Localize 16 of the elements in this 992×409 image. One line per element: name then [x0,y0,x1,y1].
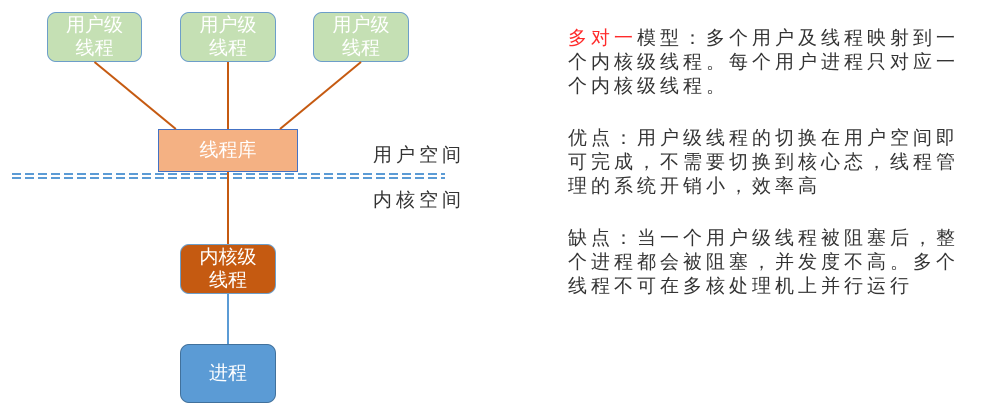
description-text: 多对一模型：多个用户及线程映射到一个内核级线程。每个用户进程只对应一个内核级线程。 [568,26,960,98]
connector-line [227,294,229,344]
description-text: 缺点：当一个用户级线程被阻塞后，整个进程都会被阻塞，并发度不高。多个线程不可在多核处理机上并行运行 [568,226,960,298]
process-box: 进程 [180,344,276,403]
thread-box: 用户级线程 [313,12,409,62]
kernel-thread-box: 内核级线程 [180,244,276,294]
thread-box: 用户级线程 [47,12,142,62]
region-label: 内核空间 [373,188,466,212]
region-label: 用户空间 [373,143,466,167]
connector-line [227,62,229,129]
connector-line [279,61,362,130]
connector-line [94,61,176,130]
connector-line [227,172,229,244]
library-box: 线程库 [158,129,298,172]
description-text: 优点：用户级线程的切换在用户空间即可完成，不需要切换到核心态，线程管理的系统开销小，效率高 [568,126,960,198]
thread-box: 用户级线程 [180,12,276,62]
